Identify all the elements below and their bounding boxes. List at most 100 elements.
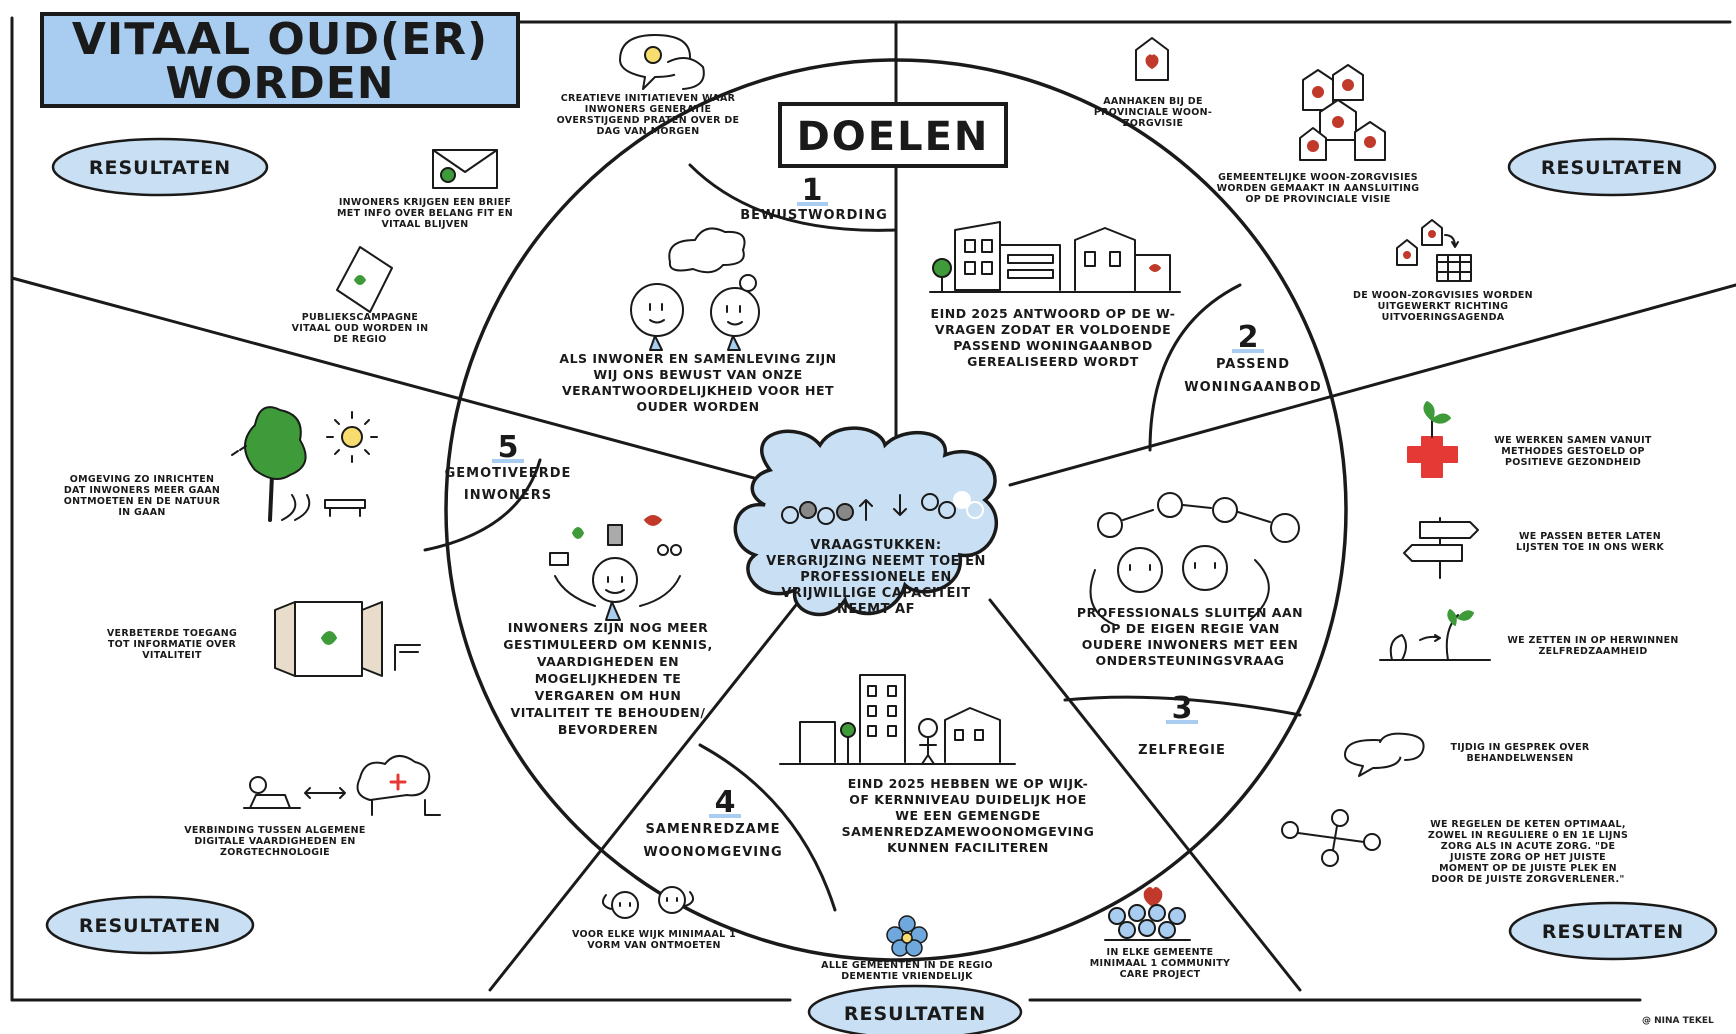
goal-label-line1: SAMENREDZAME [645, 822, 780, 837]
svg-text:DE WOON-ZORGVISIES WORDEN: DE WOON-ZORGVISIES WORDEN [1353, 290, 1533, 301]
svg-text:INWONERS GENERATIE: INWONERS GENERATIE [585, 104, 712, 115]
result-creative: CREATIEVE INITIATIEVEN WAAR INWONERS GEN… [557, 34, 740, 137]
result-meeting: VOOR ELKE WIJK MINIMAAL 1 VORM VAN ONTMO… [572, 886, 736, 951]
goal-label-line2: INWONERS [464, 488, 552, 503]
svg-text:ONTMOETEN EN DE NATUUR: ONTMOETEN EN DE NATUUR [64, 496, 221, 507]
center-line-4: VRIJWILLIGE CAPACITEIT [781, 586, 970, 601]
svg-text:VERANTWOORDELIJKHEID VOOR HET: VERANTWOORDELIJKHEID VOOR HET [562, 383, 834, 398]
goal-number: 4 [715, 785, 736, 820]
svg-text:OUDERE INWONERS MET EEN: OUDERE INWONERS MET EEN [1082, 637, 1299, 652]
svg-text:VERBETERDE TOEGANG: VERBETERDE TOEGANG [107, 628, 237, 639]
svg-text:DE REGIO: DE REGIO [333, 334, 386, 345]
svg-text:VAARDIGHEDEN EN: VAARDIGHEDEN EN [537, 654, 679, 669]
svg-text:OMGEVING ZO INRICHTEN: OMGEVING ZO INRICHTEN [70, 474, 215, 485]
svg-text:METHODES GESTOELD OP: METHODES GESTOELD OP [1501, 446, 1644, 457]
goal-label-line2: WOONOMGEVING [643, 845, 782, 860]
goal-3-text: PROFESSIONALS SLUITEN AAN OP DE EIGEN RE… [1077, 605, 1303, 668]
result-agenda: DE WOON-ZORGVISIES WORDEN UITGEWERKT RIC… [1353, 219, 1533, 323]
svg-text:DIGITALE VAARDIGHEDEN EN: DIGITALE VAARDIGHEDEN EN [194, 836, 355, 847]
svg-text:GEREALISEERD WORDT: GEREALISEERD WORDT [967, 354, 1139, 369]
title-line2: WORDEN [165, 58, 394, 109]
svg-text:OVERSTIJGEND PRATEN OVER DE: OVERSTIJGEND PRATEN OVER DE [557, 115, 740, 126]
svg-text:SAMENREDZAMEWOONOMGEVING: SAMENREDZAMEWOONOMGEVING [842, 824, 1095, 839]
house-calendar-icon [1396, 219, 1472, 282]
svg-text:VERGAREN OM HUN: VERGAREN OM HUN [535, 688, 682, 703]
center-line-1: VRAAGSTUKKEN: [810, 538, 941, 553]
goals-header-text: DOELEN [797, 114, 990, 160]
svg-text:BEHANDELWENSEN: BEHANDELWENSEN [1466, 753, 1573, 764]
goal-number: 5 [498, 430, 519, 465]
svg-text:OP DE EIGEN REGIE VAN: OP DE EIGEN REGIE VAN [1100, 621, 1280, 636]
svg-text:IN ELKE GEMEENTE: IN ELKE GEMEENTE [1107, 947, 1214, 958]
svg-text:WIJ ONS BEWUST VAN ONZE: WIJ ONS BEWUST VAN ONZE [593, 367, 802, 382]
svg-text:KUNNEN FACILITEREN: KUNNEN FACILITEREN [887, 840, 1049, 855]
results-label: RESULTATEN [1541, 157, 1683, 179]
people-icons [781, 491, 984, 525]
signpost-icon [1403, 517, 1479, 579]
svg-text:PASSEND WONINGAANBOD: PASSEND WONINGAANBOD [953, 338, 1152, 353]
svg-text:POSITIEVE GEZONDHEID: POSITIEVE GEZONDHEID [1505, 457, 1641, 468]
growing-plant-icon [1379, 609, 1491, 661]
laptop-cloud-icon [243, 755, 441, 816]
goal-arcs [423, 163, 1302, 912]
center-line-5: NEEMT AF [837, 602, 915, 617]
svg-text:INWONERS ZIJN NOG MEER: INWONERS ZIJN NOG MEER [508, 620, 709, 635]
svg-text:GEMEENTELIJKE WOON-ZORGVISIES: GEMEENTELIJKE WOON-ZORGVISIES [1218, 172, 1418, 183]
svg-text:JUISTE ZORG OP HET JUISTE: JUISTE ZORG OP HET JUISTE [1449, 852, 1606, 863]
results-oval-bottom-center: RESULTATEN [807, 984, 1023, 1034]
result-selfreliance: WE ZETTEN IN OP HERWINNEN ZELFREDZAAMHEI… [1379, 609, 1678, 661]
result-campaign: PUBLIEKSCAMPAGNE VITAAL OUD WORDEN IN DE… [292, 246, 428, 345]
results-oval-top-right: RESULTATEN [1507, 137, 1717, 197]
result-access: VERBETERDE TOEGANG TOT INFORMATIE OVER V… [107, 601, 421, 677]
svg-text:WE EEN GEMENGDE: WE EEN GEMENGDE [895, 808, 1040, 823]
title-box [40, 12, 520, 108]
svg-text:VITALITEIT: VITALITEIT [142, 650, 202, 661]
title-block: VITAAL OUD(ER) WORDEN [40, 12, 520, 109]
speech-bubble-lightbulb-icon [619, 34, 705, 90]
svg-text:EIND 2025 HEBBEN WE OP WIJK-: EIND 2025 HEBBEN WE OP WIJK- [848, 776, 1089, 791]
result-dementia: ALLE GEMEENTEN IN DE REGIO DEMENTIE VRIE… [821, 915, 993, 982]
result-community: IN ELKE GEMEENTE MINIMAAL 1 COMMUNITY CA… [1090, 887, 1230, 980]
svg-text:DAG VAN MORGEN: DAG VAN MORGEN [597, 126, 700, 137]
person-ideas-icon [549, 515, 682, 621]
open-door-clover-icon [274, 601, 421, 677]
svg-text:OUDER WORDEN: OUDER WORDEN [636, 399, 759, 414]
svg-text:PROFESSIONALS SLUITEN AAN: PROFESSIONALS SLUITEN AAN [1077, 605, 1303, 620]
result-digital: VERBINDING TUSSEN ALGEMENE DIGITALE VAAR… [184, 755, 441, 858]
results-label: RESULTATEN [1542, 921, 1684, 943]
tree-sun-icon [231, 406, 378, 522]
people-thinking-icon [630, 227, 760, 351]
center-line-2: VERGRIJZING NEEMT TOE EN [766, 554, 986, 569]
goal-number: 2 [1238, 320, 1259, 355]
svg-text:UITGEWERKT RICHTING: UITGEWERKT RICHTING [1378, 301, 1509, 312]
network-people-icon [1281, 809, 1381, 867]
goals-header-box [778, 102, 1008, 168]
svg-text:WORDEN GEMAAKT IN AANSLUITING: WORDEN GEMAAKT IN AANSLUITING [1217, 183, 1420, 194]
svg-text:MOMENT OP DE JUISTE PLEK EN: MOMENT OP DE JUISTE PLEK EN [1439, 863, 1617, 874]
results-oval-top-left: RESULTATEN [51, 137, 269, 197]
houses-hearts-icon [1299, 64, 1386, 161]
goal-5-text: INWONERS ZIJN NOG MEER GESTIMULEERD OM K… [503, 620, 712, 737]
result-chain: WE REGELEN DE KETEN OPTIMAAL, ZOWEL IN R… [1281, 809, 1628, 885]
city-person-icon [779, 674, 1016, 765]
goal-4: 4 SAMENREDZAME WOONOMGEVING [643, 785, 782, 860]
goals-circle [444, 58, 1348, 962]
svg-text:DOOR DE JUISTE ZORGVERLENER.": DOOR DE JUISTE ZORGVERLENER." [1431, 874, 1624, 885]
svg-text:ZORG ALS IN ACUTE ZORG. "DE: ZORG ALS IN ACUTE ZORG. "DE [1441, 841, 1615, 852]
svg-text:ZORGVISIE: ZORGVISIE [1123, 118, 1184, 129]
svg-text:VOOR ELKE WIJK MINIMAAL 1: VOOR ELKE WIJK MINIMAAL 1 [572, 929, 736, 940]
svg-text:TOT INFORMATIE OVER: TOT INFORMATIE OVER [108, 639, 237, 650]
result-provincial: AANHAKEN BIJ DE PROVINCIALE WOON- ZORGVI… [1094, 37, 1212, 129]
svg-text:AANHAKEN BIJ DE: AANHAKEN BIJ DE [1103, 96, 1203, 107]
cross-plant-icon [1407, 401, 1458, 478]
result-lists: WE PASSEN BETER LATEN LIJSTEN TOE IN ONS… [1403, 517, 1664, 579]
svg-text:VITALITEIT TE BEHOUDEN/: VITALITEIT TE BEHOUDEN/ [511, 705, 706, 720]
frame [10, 16, 1732, 1002]
svg-text:INWONERS KRIJGEN EEN BRIEF: INWONERS KRIJGEN EEN BRIEF [339, 197, 511, 208]
goal-label-line2: WONINGAANBOD [1184, 380, 1321, 395]
result-positive: WE WERKEN SAMEN VANUIT METHODES GESTOELD… [1407, 401, 1652, 478]
goal-2: 2 PASSEND WONINGAANBOD [1184, 320, 1321, 395]
buildings-icon [929, 221, 1181, 293]
center-line-3: PROFESSIONELE EN [800, 570, 952, 585]
svg-text:EIND 2025 ANTWOORD OP DE W-: EIND 2025 ANTWOORD OP DE W- [931, 306, 1176, 321]
